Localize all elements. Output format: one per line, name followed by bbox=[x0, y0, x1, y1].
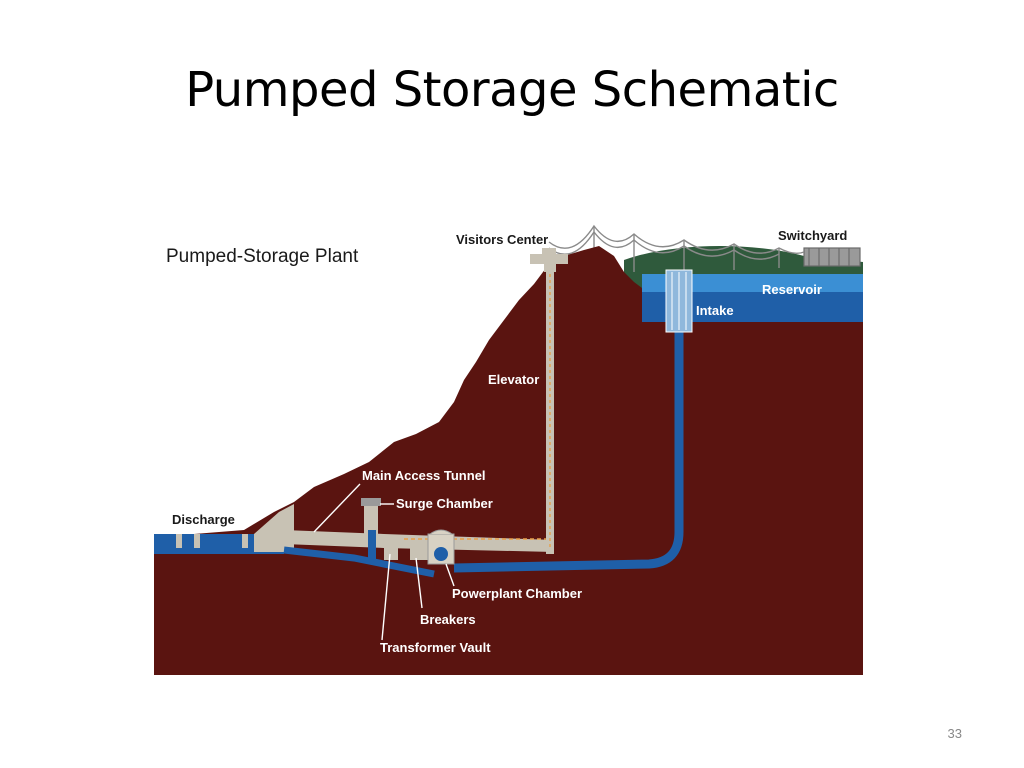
reservoir-label: Reservoir bbox=[762, 282, 822, 297]
transformer-vault-block bbox=[384, 542, 398, 560]
powerplant-chamber-label: Powerplant Chamber bbox=[452, 586, 582, 601]
tailrace-tunnel bbox=[283, 546, 435, 578]
visitors-center-label: Visitors Center bbox=[456, 232, 548, 247]
discharge-label: Discharge bbox=[172, 512, 235, 527]
diagram-heading: Pumped-Storage Plant bbox=[166, 246, 359, 267]
switchyard-structures bbox=[803, 247, 861, 267]
mountain-earth bbox=[154, 246, 863, 675]
switchyard-label: Switchyard bbox=[778, 228, 847, 243]
surge-chamber bbox=[361, 498, 381, 560]
main-access-tunnel bbox=[284, 530, 554, 552]
leader-lines bbox=[313, 483, 455, 641]
discharge-water bbox=[154, 534, 284, 554]
main-access-tunnel-label: Main Access Tunnel bbox=[362, 468, 486, 483]
elevator-shaft bbox=[546, 264, 554, 554]
breakers-block bbox=[410, 542, 428, 560]
penstock bbox=[453, 292, 684, 573]
visitors-center-structure bbox=[530, 248, 568, 272]
powerplant-chamber bbox=[427, 529, 455, 565]
breakers-label: Breakers bbox=[420, 612, 476, 627]
surge-chamber-label: Surge Chamber bbox=[396, 496, 493, 511]
page-number: 33 bbox=[947, 726, 962, 741]
power-lines bbox=[548, 224, 805, 272]
elevator-label: Elevator bbox=[488, 372, 539, 387]
intake-label: Intake bbox=[696, 303, 734, 318]
intake-structure bbox=[665, 269, 693, 333]
transformer-vault-label: Transformer Vault bbox=[380, 640, 491, 655]
pumped-storage-diagram: Pumped-Storage Plant Visitors Center Swi… bbox=[154, 212, 863, 675]
slide-title: Pumped Storage Schematic bbox=[185, 62, 839, 118]
